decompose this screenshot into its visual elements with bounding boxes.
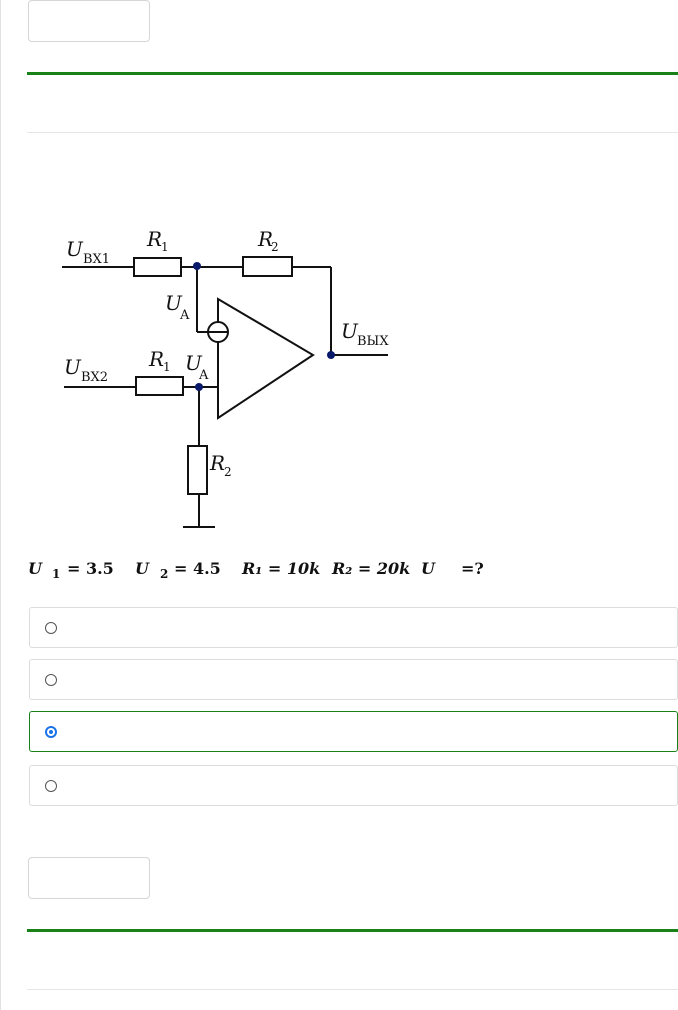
uin1-subscript: ВХ1 <box>83 252 110 267</box>
r1-bottom-label: R <box>148 347 164 371</box>
radio-button[interactable] <box>45 622 57 634</box>
r1-value: R₁ = 10k <box>242 559 321 578</box>
u2-symbol: U <box>135 559 149 578</box>
uin2-label: U <box>64 355 82 379</box>
question-formula: U 1 = 3.5 U 2 = 4.5 R₁ = 10k R₂ = 20k U … <box>28 557 668 583</box>
section-divider <box>27 72 678 75</box>
next-button[interactable] <box>28 857 150 899</box>
r2-value: R₂ = 20k <box>332 559 411 578</box>
left-border <box>0 0 1 1010</box>
uout-symbol: U <box>421 559 435 578</box>
u2-subscript: 2 <box>160 567 169 581</box>
u1-value: = 3.5 <box>67 559 114 578</box>
ua-top-label: U <box>165 291 183 315</box>
answer-option-2[interactable] <box>29 659 678 700</box>
u1-subscript: 1 <box>52 567 61 581</box>
answer-option-1[interactable] <box>29 607 678 648</box>
radio-button-selected[interactable] <box>45 726 57 738</box>
answer-option-4[interactable] <box>29 765 678 806</box>
r1-bottom-subscript: 1 <box>163 360 171 374</box>
r2-top-subscript: 2 <box>271 240 279 254</box>
radio-button[interactable] <box>45 674 57 686</box>
bottom-divider <box>27 989 678 990</box>
ua-top-subscript: A <box>179 308 190 323</box>
ua-bottom-label: U <box>185 351 203 375</box>
section-divider-bottom <box>27 929 678 932</box>
radio-button[interactable] <box>45 780 57 792</box>
u2-value: = 4.5 <box>174 559 221 578</box>
ua-bottom-subscript: A <box>198 368 209 383</box>
r2-bottom-label: R <box>209 451 225 475</box>
question-divider <box>27 132 678 133</box>
question-mark: =? <box>461 559 484 578</box>
uout-label: U <box>341 319 359 343</box>
answer-option-3[interactable] <box>29 711 678 752</box>
r1-top-subscript: 1 <box>161 240 169 254</box>
uin1-label: U <box>66 237 84 261</box>
uout-subscript: ВЫХ <box>357 334 389 349</box>
circuit-diagram: U ВХ1 R 1 R 2 U A U ВЫХ U ВХ2 R 1 U A R … <box>62 227 389 528</box>
r2-top-label: R <box>257 227 273 251</box>
r2-bottom-subscript: 2 <box>224 465 232 479</box>
r1-top-label: R <box>146 227 162 251</box>
u1-symbol: U <box>28 559 42 578</box>
previous-button[interactable] <box>28 0 150 42</box>
uin2-subscript: ВХ2 <box>81 370 108 385</box>
